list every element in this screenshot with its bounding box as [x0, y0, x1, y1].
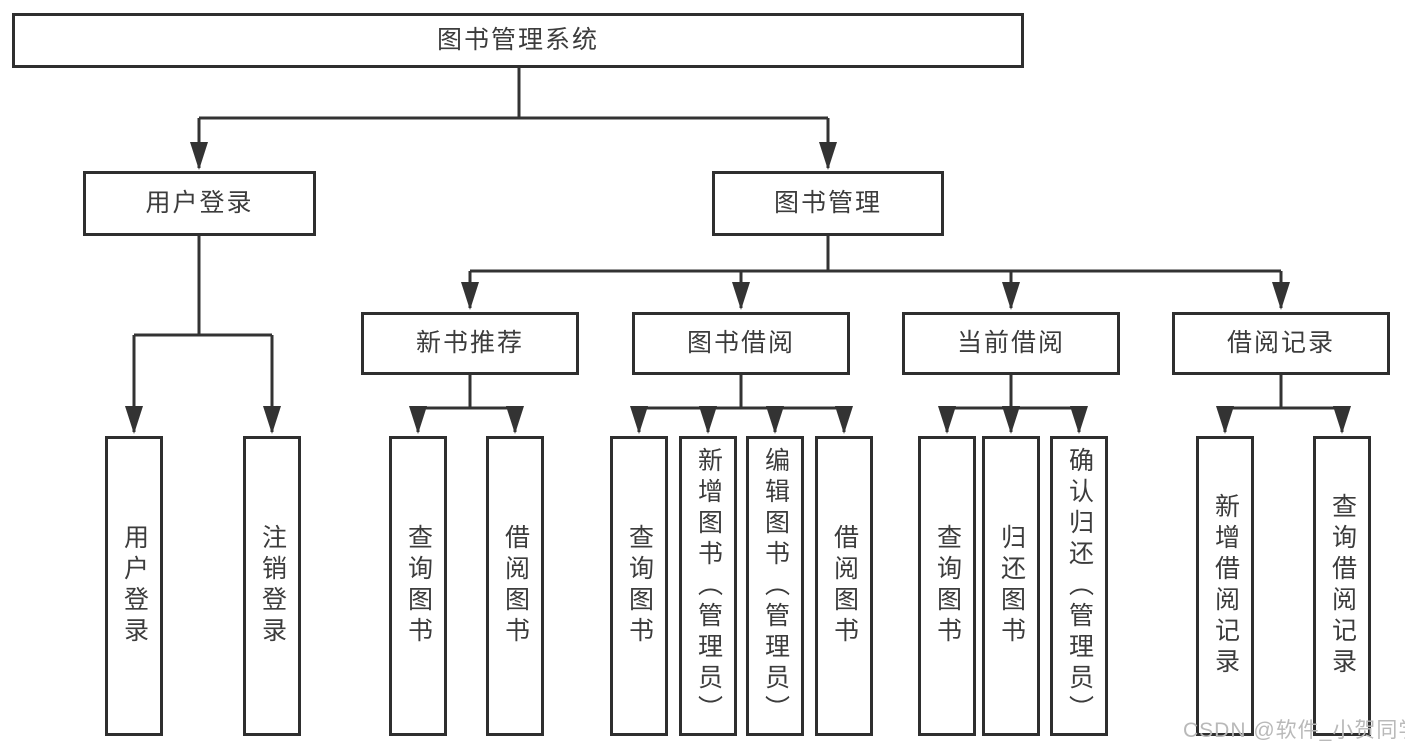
node-new-book-recommend: 新书推荐: [361, 312, 579, 375]
leaf-label: 确认归还（管理员）: [1065, 446, 1094, 726]
leaf-label: 借阅图书: [830, 524, 859, 648]
leaf-recommend-borrow-books: 借阅图书: [486, 436, 544, 736]
leaf-borrowing-borrow-books: 借阅图书: [815, 436, 873, 736]
arrows-leaves: [125, 335, 1351, 434]
node-label: 图书管理系统: [436, 26, 599, 54]
leaf-label: 新增图书（管理员）: [694, 446, 723, 726]
leaf-add-borrow-record: 新增借阅记录: [1196, 436, 1254, 736]
connector-skeleton: [134, 68, 1342, 410]
csdn-watermark: CSDN @软件_小贺同学: [1183, 719, 1405, 742]
node-book-management: 图书管理: [712, 171, 944, 236]
leaf-return-books: 归还图书: [982, 436, 1040, 736]
leaf-confirm-return-admin: 确认归还（管理员）: [1050, 436, 1108, 736]
node-book-borrowing: 图书借阅: [632, 312, 850, 375]
arrows-level-2: [461, 271, 1290, 310]
leaf-label: 编辑图书（管理员）: [761, 446, 790, 726]
node-label: 图书管理: [773, 189, 882, 217]
leaf-label: 新增借阅记录: [1211, 493, 1240, 679]
leaf-label: 用户登录: [120, 524, 149, 648]
node-label: 借阅记录: [1226, 329, 1335, 357]
leaf-label: 借阅图书: [501, 524, 530, 648]
leaf-recommend-query-books: 查询图书: [389, 436, 447, 736]
leaf-label: 查询图书: [933, 524, 962, 648]
leaf-label: 查询借阅记录: [1328, 493, 1357, 679]
node-current-borrowing: 当前借阅: [902, 312, 1120, 375]
node-label: 图书借阅: [686, 329, 795, 357]
leaf-borrowing-query-books: 查询图书: [610, 436, 668, 736]
node-label: 新书推荐: [415, 329, 524, 357]
node-label: 当前借阅: [956, 329, 1065, 357]
leaf-current-query-books: 查询图书: [918, 436, 976, 736]
node-user-login: 用户登录: [83, 171, 316, 236]
node-book-management-system: 图书管理系统: [12, 13, 1024, 68]
leaf-logout: 注销登录: [243, 436, 301, 736]
leaf-add-books-admin: 新增图书（管理员）: [679, 436, 737, 736]
leaf-label: 查询图书: [404, 524, 433, 648]
leaf-user-login: 用户登录: [105, 436, 163, 736]
leaf-label: 归还图书: [997, 524, 1026, 648]
leaf-query-borrow-record: 查询借阅记录: [1313, 436, 1371, 736]
leaf-edit-books-admin: 编辑图书（管理员）: [746, 436, 804, 736]
node-label: 用户登录: [145, 189, 254, 217]
leaf-label: 注销登录: [258, 524, 287, 648]
arrows-level-1: [190, 118, 837, 170]
leaf-label: 查询图书: [625, 524, 654, 648]
node-borrowing-records: 借阅记录: [1172, 312, 1390, 375]
